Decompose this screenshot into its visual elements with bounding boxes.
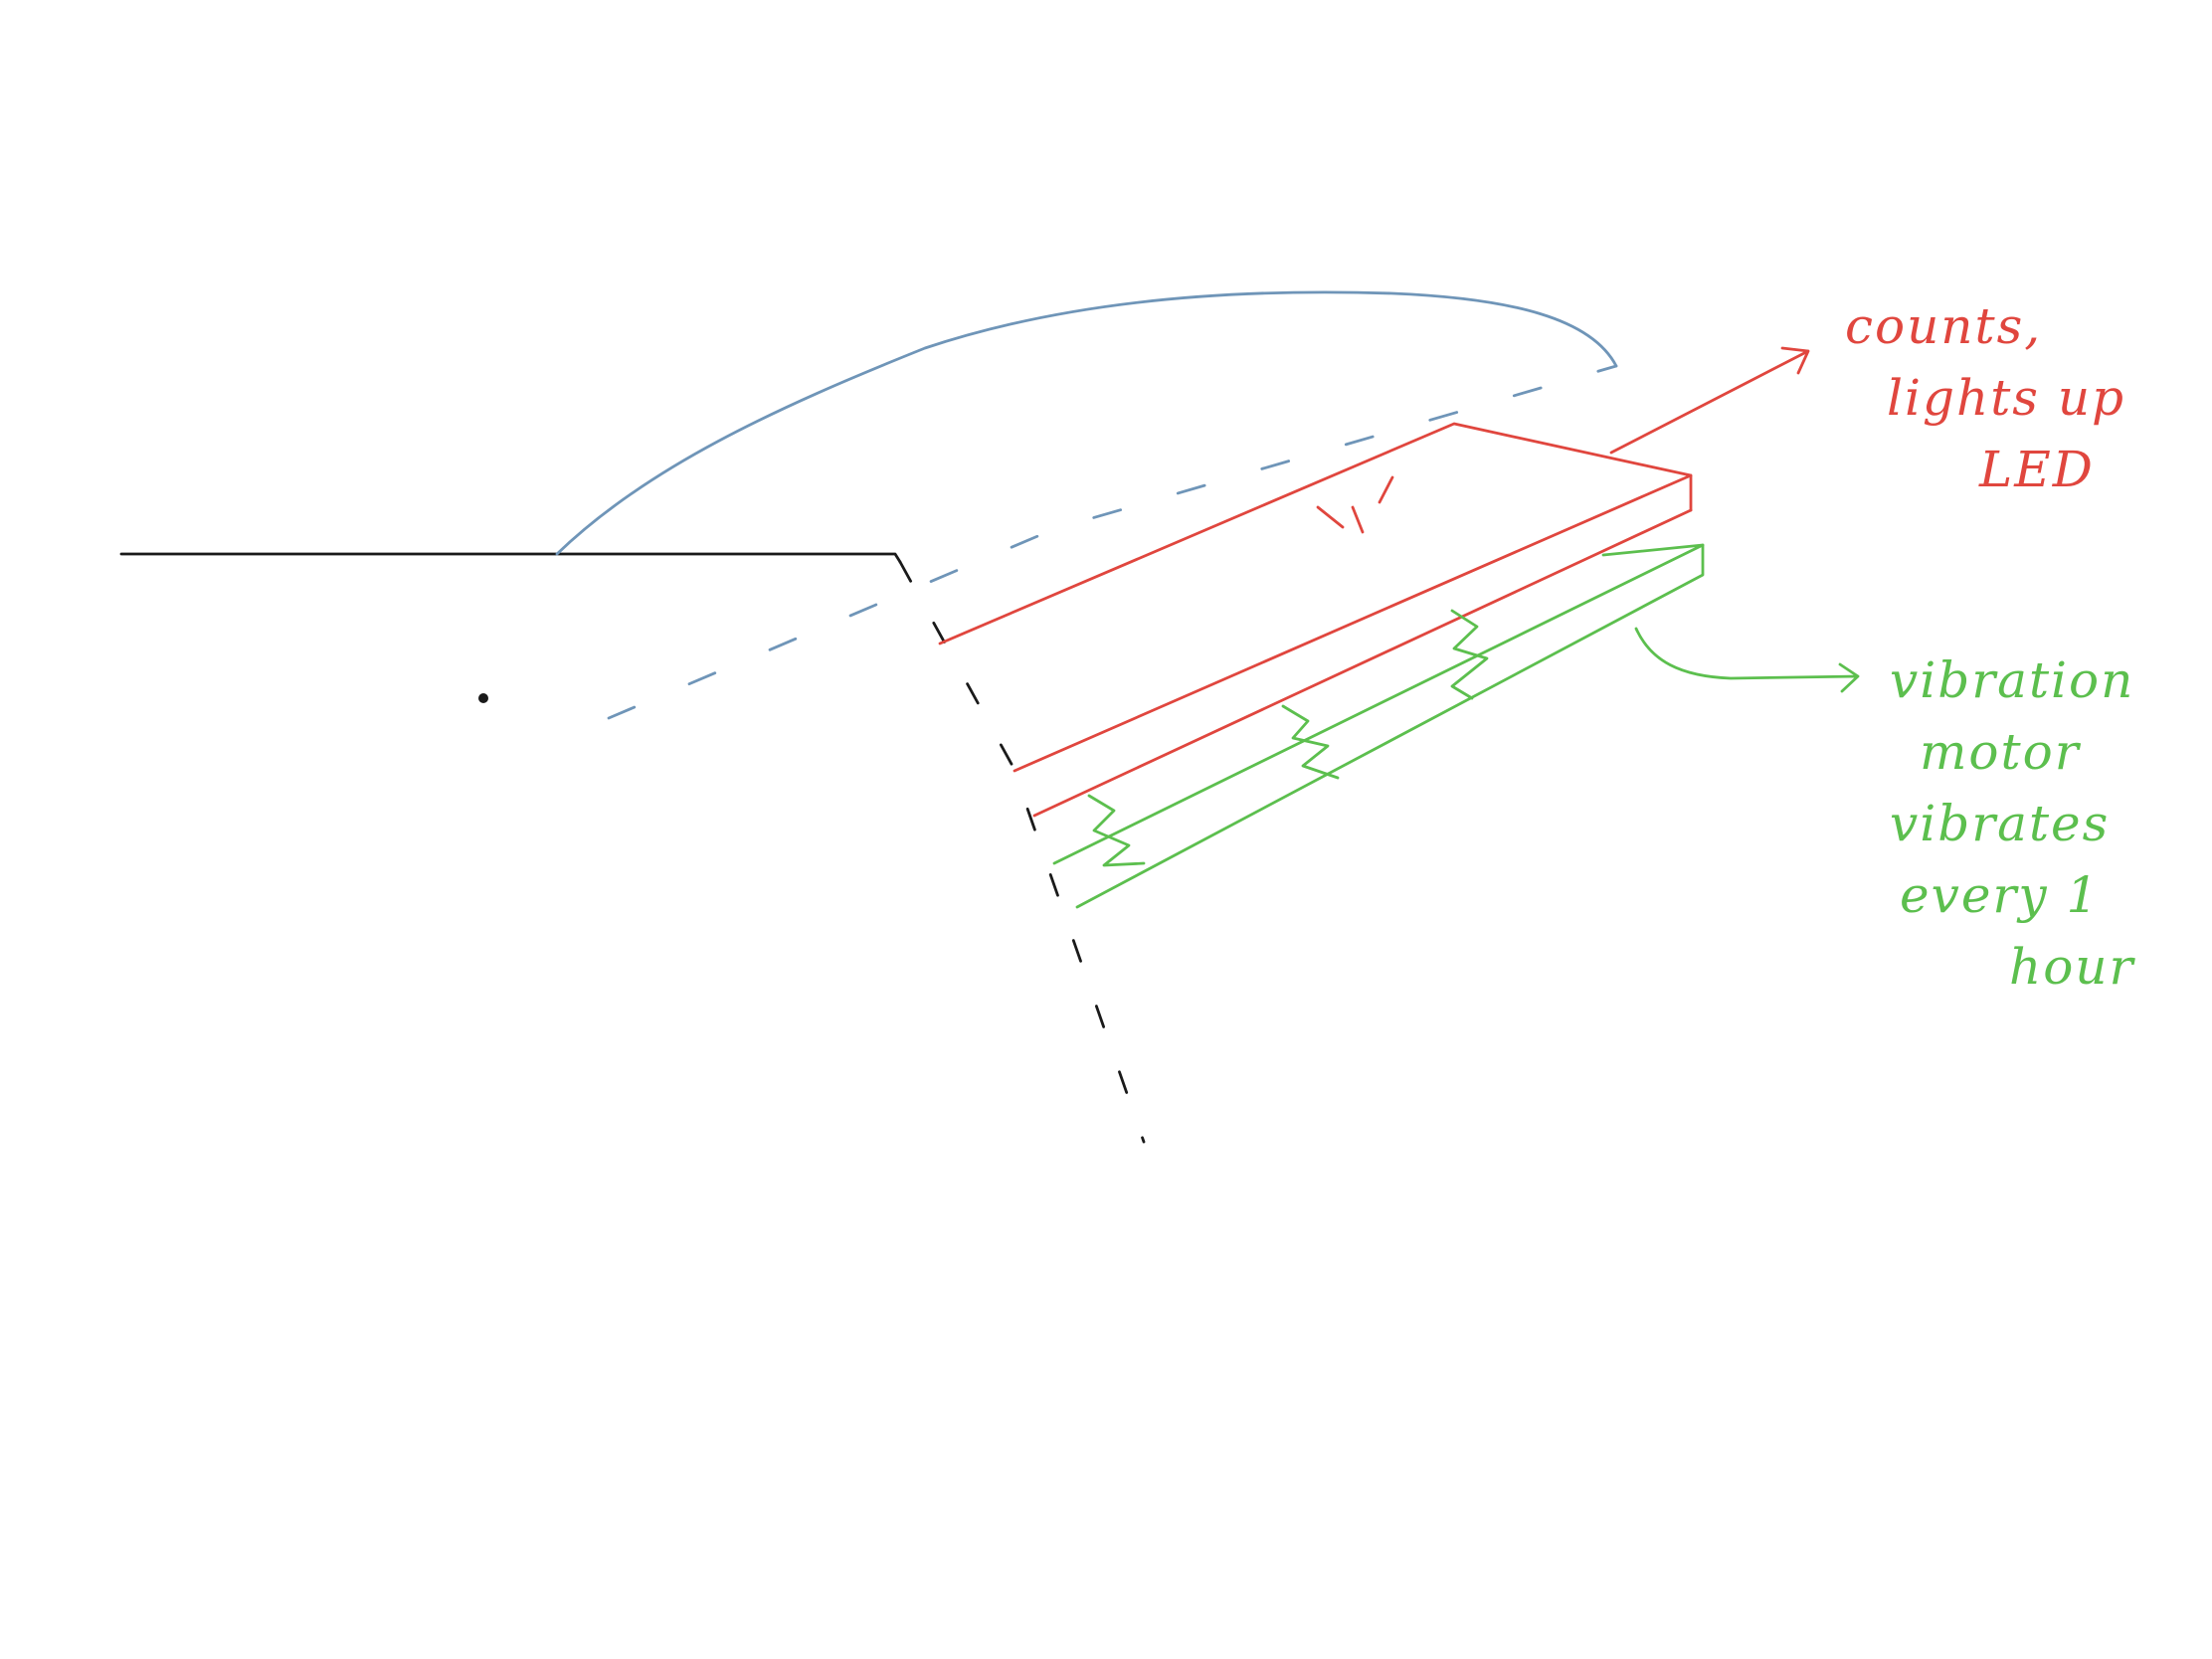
motor-annotation-line: hour [2009,938,2135,996]
led-light-rays [1316,475,1394,534]
led-device-bottom [1032,508,1693,818]
motor-top-edge [1052,543,1705,865]
motor-arrow [1634,627,1860,693]
swing-dashed-line [607,364,1618,720]
led-device-top [938,422,1693,645]
led-annotation: counts, lights up LED [1845,290,2125,505]
motor-annotation-line: vibration [1890,651,2135,709]
led-arrow [1609,346,1810,455]
vibration-zigzag-3 [1450,609,1489,700]
vibration-zigzag-1 [1087,794,1146,867]
motor-annotation-line: every 1 [1900,866,2101,924]
pivot-dot [478,693,488,703]
motor-annotation-line: vibrates [1890,795,2111,852]
hinge-arc [555,290,1618,556]
led-annotation-line: counts, [1845,297,2043,355]
led-device-front [1013,473,1693,773]
table-dashed-edge [898,560,1146,1144]
motor-annotation: vibration motor vibrates every 1 hour [1890,645,2134,1003]
led-annotation-line: LED [1979,441,2095,498]
led-annotation-line: lights up [1887,369,2126,427]
vibration-zigzag-2 [1281,704,1340,780]
table-edge-line [119,552,902,564]
motor-bottom-edge [1075,543,1705,909]
motor-annotation-line: motor [1920,723,2081,781]
